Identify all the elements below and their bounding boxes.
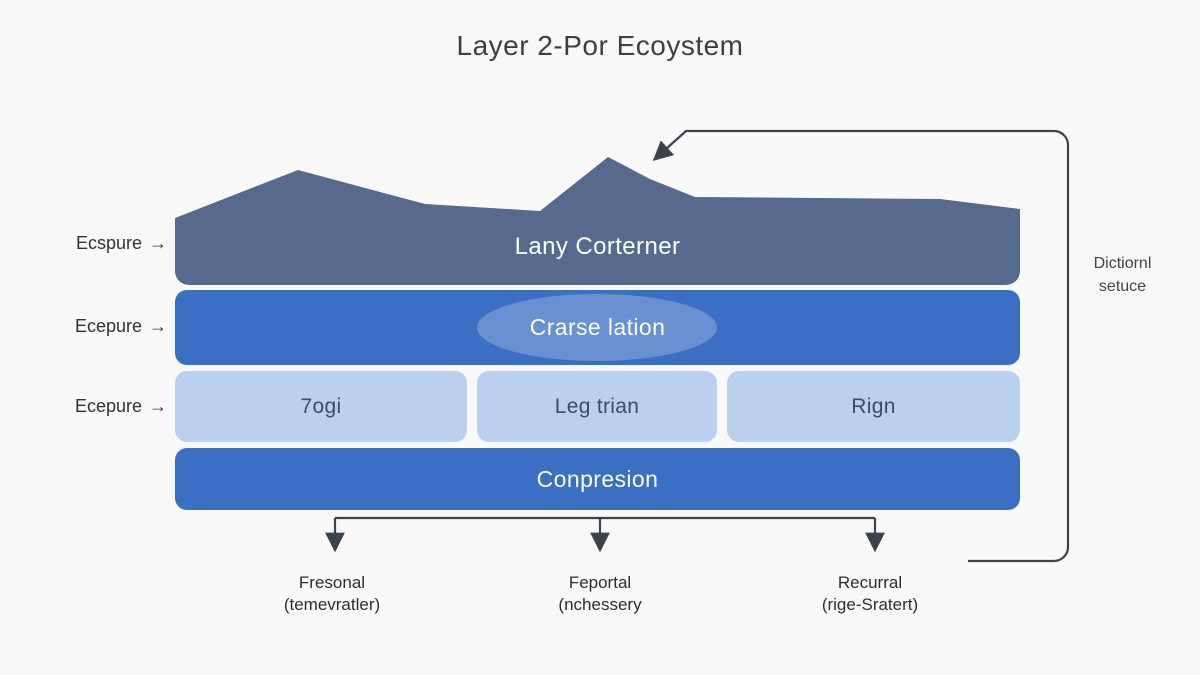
- fusion-layer-label: Crarse lation: [529, 314, 666, 340]
- right-arrow-icon: →: [149, 316, 167, 336]
- module-box-3: Rign: [727, 371, 1020, 442]
- input-label-2-text: Ecepure: [74, 316, 142, 336]
- output-label-2-line1: Feportal: [568, 573, 632, 592]
- output-label-3: Recurral (rige-Sratert): [760, 572, 980, 616]
- top-layer-label: Lany Corterner: [514, 233, 681, 260]
- input-label-3-text: Ecepure: [74, 396, 142, 416]
- right-arrow-icon: →: [149, 233, 167, 253]
- output-label-1-line2: (temevratler): [283, 595, 381, 614]
- side-note: Dictiornl setuce: [1070, 252, 1175, 298]
- input-label-1-text: Ecspure: [75, 233, 142, 253]
- fusion-ellipse-highlight: [477, 294, 717, 361]
- output-label-1-line1: Fresonal: [298, 573, 366, 592]
- output-label-1: Fresonal (temevratler): [232, 572, 432, 616]
- input-label-3: Ecepure →: [40, 396, 167, 417]
- input-label-2: Ecepure →: [40, 316, 167, 337]
- side-note-line2: setuce: [1098, 278, 1147, 295]
- module-box-2: Leg trian: [477, 371, 717, 442]
- mountain-layer-shape: [175, 157, 1020, 285]
- right-arrow-icon: →: [149, 396, 167, 416]
- modules-row: 7ogi Leg trian Rign: [175, 371, 1020, 442]
- diagram-title: Layer 2-Por Ecoystem: [456, 30, 744, 61]
- output-label-3-line2: (rige-Sratert): [821, 595, 919, 614]
- compression-layer-bar: Conpresion: [175, 448, 1020, 510]
- side-note-line1: Dictiornl: [1093, 255, 1152, 272]
- input-label-1: Ecspure →: [40, 233, 167, 254]
- output-label-2-line2: (nchessery: [558, 595, 642, 614]
- fusion-layer-bar: Crarse lation: [175, 290, 1020, 365]
- output-label-3-line1: Recurral: [837, 573, 903, 592]
- output-label-2: Feportal (nchessery: [500, 572, 700, 616]
- module-box-1: 7ogi: [175, 371, 467, 442]
